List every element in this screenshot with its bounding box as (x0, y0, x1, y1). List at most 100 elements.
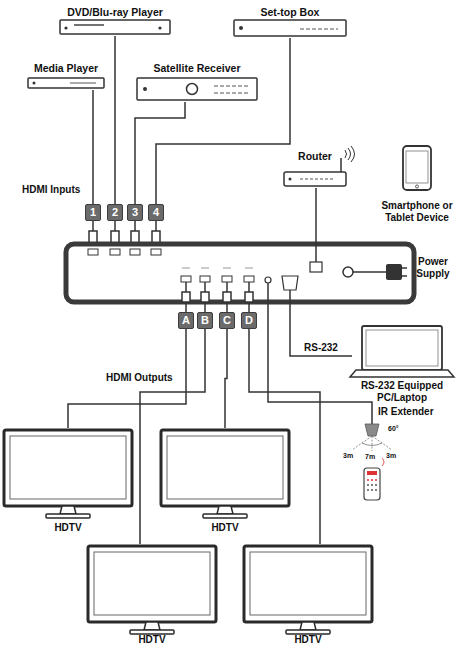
ir-sensor-figure-part (362, 443, 382, 446)
matrix-switcher-part (282, 276, 298, 290)
set-top-box-figure-part (239, 26, 243, 30)
annotation-label: 3m (386, 452, 396, 460)
set-top-box-figure (234, 20, 346, 36)
hdmi-cable (225, 329, 227, 428)
annotation-label: HDMI Inputs (22, 184, 80, 196)
matrix-switcher-part (130, 249, 140, 255)
tv-figure (244, 546, 372, 634)
dvd-player-figure-part (64, 26, 67, 29)
matrix-switcher-part (66, 244, 414, 302)
tv-figure (88, 546, 216, 634)
remote-figure-part (375, 489, 377, 491)
tablet-figure-part (416, 185, 419, 188)
router-figure-part (289, 178, 292, 181)
router-figure-part (315, 188, 317, 262)
hdmi-cable (249, 329, 320, 544)
text-block: Power Supply (410, 256, 456, 280)
text-block: Media Player (34, 62, 98, 75)
dvd-player-figure-part (158, 26, 161, 29)
node-label: IR Extender (378, 406, 434, 418)
text-block: IR Extender (378, 406, 434, 418)
tablet-figure-part (406, 151, 428, 183)
router-figure (284, 146, 355, 262)
output-cables-part (182, 292, 190, 302)
hdmi-cable (92, 90, 94, 204)
ir-sensor-figure (352, 424, 392, 451)
node-label: HDTV (138, 634, 165, 646)
matrix-switcher-part (222, 276, 232, 282)
satellite-receiver-figure-part (214, 93, 250, 94)
text-block: A (182, 314, 190, 326)
dvd-player-figure-part (74, 24, 104, 26)
output-cables (182, 282, 253, 312)
text-block: 4 (153, 206, 159, 218)
rs232-cable-part (290, 290, 352, 356)
node-label: HDTV (54, 522, 81, 534)
matrix-switcher-part (244, 276, 254, 282)
remote-figure-part (375, 479, 377, 481)
input-cables-part (111, 231, 119, 243)
callout-number: C (223, 314, 231, 326)
hdtv-node: HDTV (2, 428, 134, 534)
router-figure-part (345, 150, 347, 158)
input-number-node: 2 (107, 204, 123, 221)
text-block: 2 (112, 206, 118, 218)
text-block: Set-top Box (261, 6, 320, 19)
node-label: RS-232 Equipped PC/Laptop (348, 380, 456, 404)
callout-number: 2 (112, 206, 118, 218)
remote-figure-part (364, 468, 380, 500)
text-block: C (223, 314, 231, 326)
node-label: HDTV (211, 522, 238, 534)
router-figure-part (340, 158, 342, 172)
text-block: 1 (90, 206, 96, 218)
node-label: Router (298, 150, 332, 163)
output-letter-node: C (219, 312, 235, 329)
text-block: DVD/Blu-ray Player (67, 6, 163, 19)
power-adapter-figure-part (353, 271, 386, 273)
remote-figure-part (375, 484, 377, 486)
annotation-label: 7m (365, 453, 375, 461)
power-adapter-figure-part (386, 264, 402, 280)
device-node: Satellite Receiver (135, 62, 259, 102)
laptop-figure-part (350, 370, 454, 377)
hdmi-cable (114, 36, 116, 204)
node-label: DVD/Blu-ray Player (67, 6, 163, 19)
node-label: HDTV (294, 634, 321, 646)
annotation-label: RS-232 (304, 342, 338, 354)
power-supply-node: Power Supply (382, 256, 458, 286)
text-block: Router (298, 150, 332, 163)
node-label: Media Player (34, 62, 98, 75)
text-block: Satellite Receiver (154, 62, 241, 75)
matrix-switcher-part (245, 268, 253, 269)
output-cables-part (223, 292, 231, 302)
ir-extender-node: IR Extender (360, 406, 452, 458)
dvd-player-figure-part (60, 20, 170, 34)
media-player-figure-part (70, 83, 96, 84)
device-node: Media Player (26, 62, 106, 90)
hdmi-cable (140, 329, 205, 544)
media-player-figure-part (33, 82, 36, 85)
router-figure-part (348, 148, 351, 160)
device-node: DVD/Blu-ray Player (58, 6, 172, 36)
remote-figure-part (371, 484, 373, 486)
tablet-node: Smartphone or Tablet Device (375, 144, 459, 224)
callout-number: 3 (132, 206, 138, 218)
input-number-node: 4 (148, 204, 164, 221)
router-figure-part (300, 179, 334, 180)
laptop-figure (350, 326, 454, 377)
matrix-switcher-part (182, 268, 190, 269)
node-label: Set-top Box (261, 6, 320, 19)
satellite-receiver-figure-part (214, 86, 250, 87)
set-top-box-figure-part (300, 29, 338, 30)
callout-number: D (245, 314, 253, 326)
annotation-label: 60° (388, 425, 399, 433)
hdtv-node: HDTV (159, 428, 291, 534)
rs232-cable (290, 290, 352, 356)
output-cables-part (201, 292, 209, 302)
node-label: Power Supply (410, 256, 456, 280)
output-cables-part (245, 292, 253, 302)
satellite-receiver-figure-part (143, 87, 147, 91)
matrix-switcher-part (201, 268, 209, 269)
matrix-switcher-part (110, 249, 120, 255)
hdmi-cable (135, 102, 185, 204)
